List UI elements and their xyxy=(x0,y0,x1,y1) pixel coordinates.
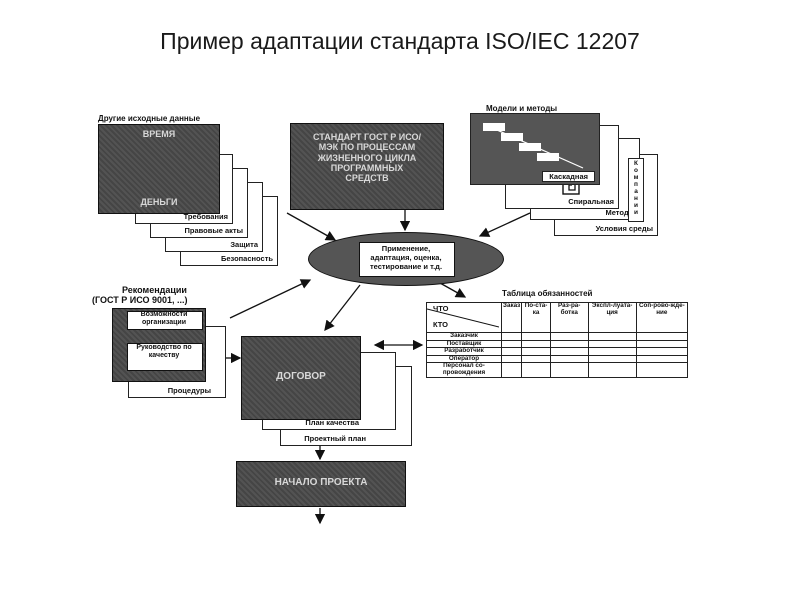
recommendations-label-line2: (ГОСТ Р ИСО 9001, ...) xyxy=(92,295,188,305)
resp-row-maintenance-staff: Персонал со-провождения xyxy=(426,362,502,378)
standard-block: СТАНДАРТ ГОСТ Р ИСО/МЭК ПО ПРОЦЕССАМ ЖИЗ… xyxy=(290,123,444,210)
recommendations-label-line1: Рекомендации xyxy=(122,285,187,295)
company-letter-7: и xyxy=(634,202,638,209)
resp-table: ЧТО КТО Заказ По-ста-ка Раз-ра-ботка Экс… xyxy=(426,302,689,378)
recommendations-block: Возможности организации Руководство по к… xyxy=(112,308,206,382)
project-start-block: НАЧАЛО ПРОЕКТА xyxy=(236,461,406,507)
company-letter-2: о xyxy=(634,167,638,174)
resp-row-customer: Заказчик xyxy=(426,332,502,341)
company-letter-6: н xyxy=(634,195,638,202)
standard-text: СТАНДАРТ ГОСТ Р ИСО/МЭК ПО ПРОЦЕССАМ ЖИЗ… xyxy=(313,132,422,184)
project-start-text: НАЧАЛО ПРОЕКТА xyxy=(274,477,368,488)
time-label: ВРЕМЯ xyxy=(142,129,176,139)
company-strip: К о м п а н и и xyxy=(628,158,644,222)
models-card-methods-text: Методы xyxy=(605,208,635,217)
models-card-waterfall-text: Каскадная xyxy=(542,171,595,182)
table-row: Заказчик xyxy=(426,332,689,341)
resp-col-development: Раз-ра-ботка xyxy=(549,302,589,333)
company-letter-5: а xyxy=(634,188,638,195)
capabilities-text: Возможности организации xyxy=(140,311,188,327)
arrow-recommendations-to-center xyxy=(229,279,312,319)
company-letter-8: и xyxy=(634,209,638,216)
quality-guide-box xyxy=(127,343,203,371)
models-card-waterfall: Каскадная xyxy=(470,113,600,185)
contract-text: ДОГОВОР xyxy=(276,371,326,382)
contract-block: ДОГОВОР xyxy=(241,336,361,420)
company-letter-1: К xyxy=(634,160,638,167)
arrow-center-to-contract xyxy=(324,284,361,332)
models-label: Модели и методы xyxy=(486,104,558,113)
input-card-protection-text: Защита xyxy=(230,240,258,249)
input-card-legal-text: Правовые акты xyxy=(184,226,243,235)
company-letter-3: м xyxy=(633,174,639,181)
resp-what-label: ЧТО xyxy=(433,304,449,313)
procedures-card-text: Процедуры xyxy=(167,386,211,395)
quality-guide-text: Руководство по качеству xyxy=(136,344,192,360)
resp-col-maintenance: Соп-рово-жде-ние xyxy=(635,302,689,333)
arrow-inputs-to-center xyxy=(286,212,337,241)
resp-col-supply: По-ста-ка xyxy=(521,302,551,333)
resp-table-title: Таблица обязанностей xyxy=(502,289,593,298)
center-box xyxy=(359,242,455,277)
arrows xyxy=(225,210,531,525)
input-card-security-text: Безопасность xyxy=(220,254,273,263)
center-text: Применение, адаптация, оценка, тестирова… xyxy=(369,244,443,271)
resp-table-frame: ЧТО КТО Заказ По-ста-ка Раз-ра-ботка Экс… xyxy=(426,302,689,378)
arrow-models-to-center xyxy=(478,212,531,237)
corner-diagonal xyxy=(427,308,499,328)
time-money-block: ВРЕМЯ ДЕНЬГИ xyxy=(98,124,220,214)
resp-col-operation: Экспл-луата-ция xyxy=(587,302,637,333)
center-ellipse: Применение, адаптация, оценка, тестирова… xyxy=(308,232,504,286)
input-card-requirements-text: Требования xyxy=(183,212,228,221)
waterfall-icon xyxy=(483,123,584,169)
inputs-label: Другие исходные данные xyxy=(98,114,201,123)
resp-col-order: Заказ xyxy=(500,302,523,333)
contract-card-quality-plan-text: План качества xyxy=(305,418,359,427)
capabilities-box xyxy=(127,311,203,330)
money-label: ДЕНЬГИ xyxy=(140,197,178,207)
table-row: Персонал со-провождения xyxy=(426,362,689,378)
company-letter-4: п xyxy=(634,181,638,188)
models-card-env-text: Условия среды xyxy=(595,224,653,233)
arrow-center-to-table xyxy=(439,282,467,298)
resp-who-label: КТО xyxy=(433,320,448,329)
resp-header-row: ЧТО КТО Заказ По-ста-ка Раз-ра-ботка Экс… xyxy=(426,302,689,333)
resp-corner-cell: ЧТО КТО xyxy=(426,302,502,333)
slide-title: Пример адаптации стандарта ISO/IEC 12207 xyxy=(160,28,640,54)
contract-card-project-plan-text: Проектный план xyxy=(304,434,366,443)
models-card-spiral-text: Спиральная xyxy=(568,197,614,206)
